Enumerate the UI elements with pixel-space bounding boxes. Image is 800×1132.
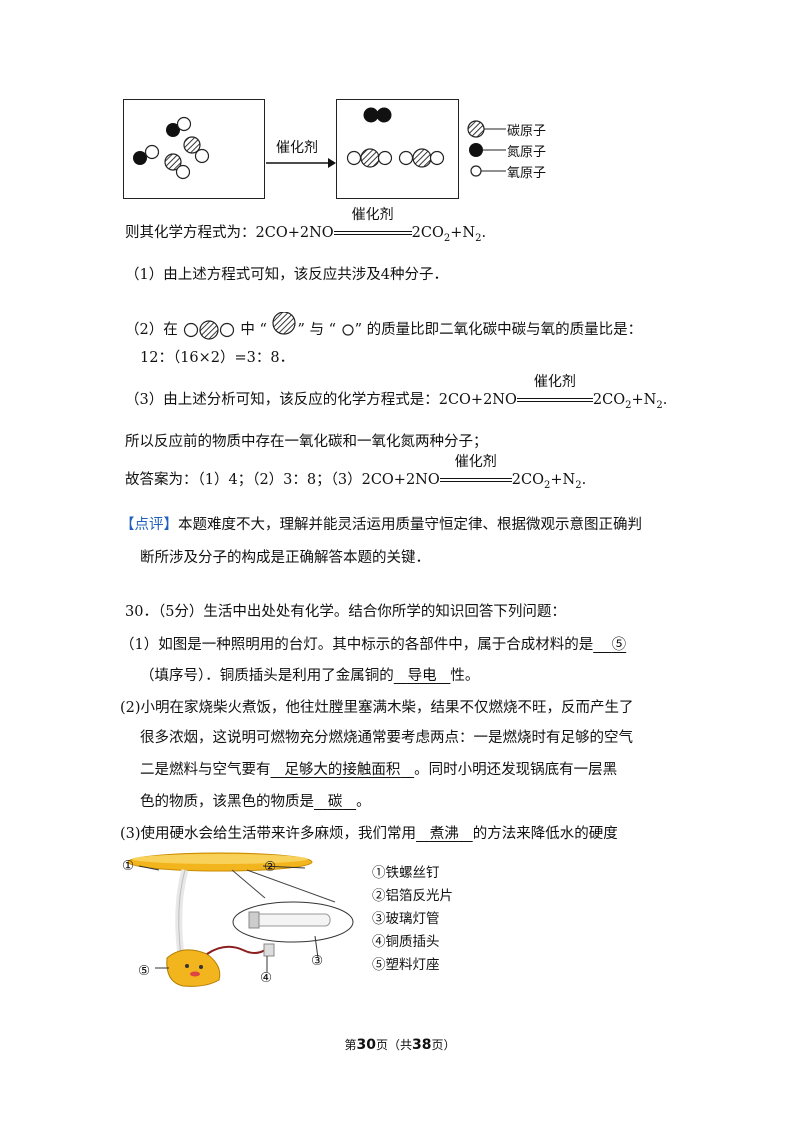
marker-2: ② [264,859,277,875]
lamp-cord [206,945,266,955]
oxygen-atom [346,150,362,166]
solution-molecules: 所以反应前的物质中存在一氧化碳和一氧化氮两种分子； [125,434,488,450]
part-4: ④铜质插头 [372,934,440,950]
desk-lamp-illustration [127,852,354,987]
oxygen-atom [144,144,160,160]
q30-part2-line2: 很多浓烟，这说明可燃物充分燃烧通常要考虑两点：一是燃烧时有足够的空气 [140,730,633,746]
nitrogen-atom [133,151,147,165]
carbon-atom-icon [272,311,297,335]
carbon-atom [183,136,201,154]
q30-part1-line2: （填序号）．铜质插头是利用了金属铜的 导电 性。 [140,668,480,684]
q30-part1: （1）如图是一种照明用的台灯。其中标示的各部件中，属于合成材料的是 ⑤ [120,637,627,653]
oxygen-atom [194,148,210,164]
solution-1: （1）由上述方程式可知，该反应共涉及4种分子． [125,267,448,283]
oxygen-atom [377,150,393,166]
oxygen-atom [176,116,192,132]
legend-nitrogen-icon [469,143,483,157]
part-5: ⑤塑料灯座 [372,957,440,973]
legend-label-nitrogen: 氮原子 [507,145,547,160]
total-pages: 38 [412,1037,432,1053]
q30-part2-line1: (2)小明在家烧柴火煮饭，他往灶膛里塞满木柴，结果不仅燃烧不旺，反而产生了 [120,700,634,716]
carbon-atom [164,153,182,171]
answer-blank: 导电 [407,668,437,684]
catalyst-equals: 催化剂 [439,454,512,490]
plug [263,943,275,957]
marker-4: ④ [260,970,273,986]
catalyst-label: 催化剂 [276,140,318,156]
reactant-molecules [133,116,210,180]
nitrogen-atom [166,123,180,137]
lamp-base [166,949,221,987]
q30-title: 30．（5分）生活中出处处有化学。结合你所学的知识回答下列问题： [125,604,566,620]
catalyst-equals: 催化剂 [333,207,412,243]
answer-blank: 煮沸 [429,826,459,842]
solution-2-line2: 12：（16×2）=3：8． [140,350,295,366]
legend-label-oxygen: 氧原子 [507,166,547,181]
oxygen-atom [175,164,191,180]
catalyst-equals: 催化剂 [516,374,593,410]
products-box [336,99,459,199]
legend-label-carbon: 碳原子 [507,124,547,139]
marker-1: ① [122,858,135,874]
part-3: ③玻璃灯管 [372,911,440,927]
part-2: ②铝箔反光片 [372,888,453,904]
oxygen-atom [429,150,445,166]
answer-blank: ⑤ [611,637,627,653]
answer-blank: 碳 [327,794,343,810]
marker-3: ③ [311,953,324,969]
part-1: ①铁螺丝钉 [372,865,440,881]
page-footer: 第30页（共38页） [344,1037,456,1053]
comment-tag: 【点评】 [120,517,178,533]
comment-line1: 【点评】本题难度不大，理解并能灵活运用质量守恒定律、根据微观示意图正确判 [120,517,642,533]
co2-molecule-icon [184,320,235,340]
solution-2: （2）在 中 “ ” 与 “ ” 的质量比即二氧化碳中碳与氧的质量比是： [125,311,642,340]
q30-part2-line3: 二是燃料与空气要有 足够大的接触面积 。同时小明还发现锅底有一层黑 [140,762,618,778]
marker-5: ⑤ [138,963,151,979]
q30-part3: (3)使用硬水会给生活带来许多麻烦，我们常用 煮沸 的方法来降低水的硬度 [120,826,618,842]
oxygen-atom [398,150,414,166]
q30-part2-line4: 色的物质，该黑色的物质是 碳 。 [140,794,371,810]
comment-line2: 断所涉及分子的构成是正确解答本题的关键． [140,550,430,566]
glass-tube [254,913,331,927]
page-number: 30 [356,1037,376,1053]
legend-carbon-icon [467,120,485,138]
carbon-atom [360,148,380,168]
answer-blank: 足够大的接触面积 [284,762,401,778]
carbon-atom [412,148,432,168]
nitrogen-atom [363,107,379,123]
reactants-box [123,99,265,199]
oxygen-atom-icon [342,324,354,336]
legend-oxygen-icon [470,165,482,177]
legend-icons [467,120,506,177]
nitrogen-atom [376,107,392,123]
reaction-arrow [266,158,336,168]
product-molecules [346,107,445,168]
